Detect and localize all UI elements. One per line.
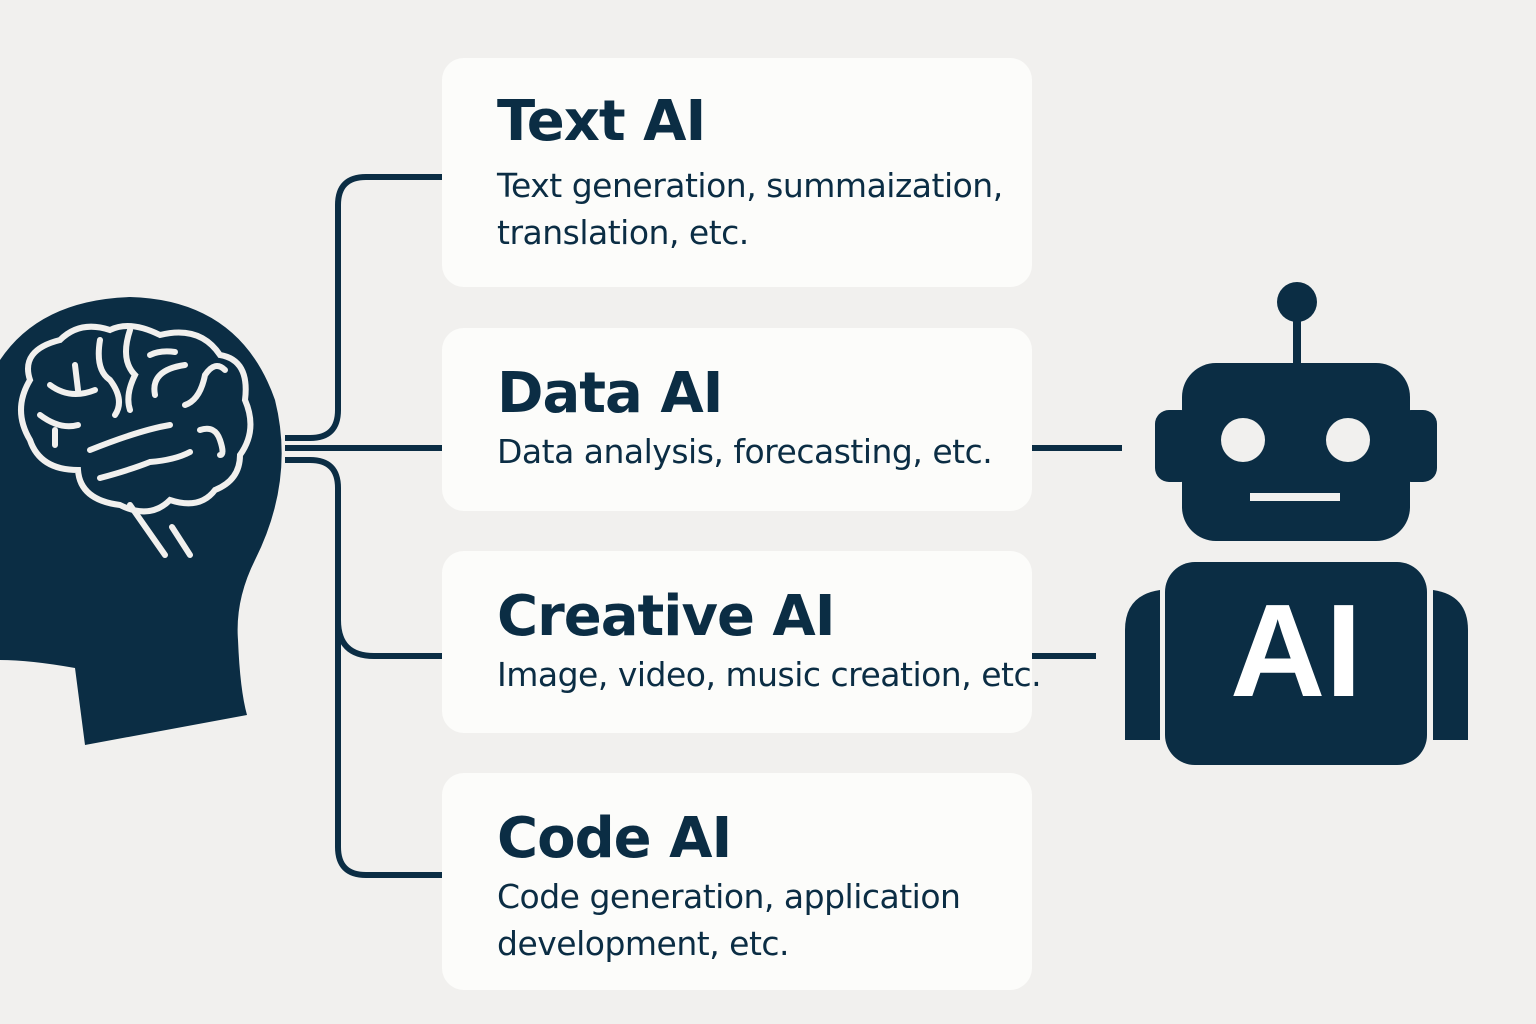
robot-arm-right <box>1433 590 1468 740</box>
robot-eye-right <box>1326 418 1370 462</box>
robot-head <box>1182 363 1410 541</box>
connector-text-ai <box>285 174 442 441</box>
card-description: Data analysis, forecasting, etc. <box>497 432 993 471</box>
robot-eye-left <box>1221 418 1265 462</box>
human-head-brain-icon <box>0 297 282 745</box>
card-description: Image, video, music creation, etc. <box>497 655 1042 694</box>
connectors <box>285 174 1122 878</box>
card-code-ai: Code AI Code generation, application dev… <box>442 773 1032 990</box>
robot-antenna <box>1277 282 1317 322</box>
card-creative-ai: Creative AI Image, video, music creation… <box>442 551 1042 733</box>
card-data-ai: Data AI Data analysis, forecasting, etc. <box>442 328 1032 511</box>
robot-mouth <box>1250 493 1340 501</box>
card-description: Text generation, summaization, translati… <box>497 166 1003 252</box>
card-description: Code generation, application development… <box>497 877 961 963</box>
card-title: Creative AI <box>497 584 836 649</box>
connector-lower-trunk <box>285 457 442 878</box>
card-title: Data AI <box>497 361 724 426</box>
robot-arm-left <box>1125 590 1160 740</box>
robot-body <box>1165 562 1427 765</box>
card-title: Text AI <box>497 89 706 154</box>
card-title: Code AI <box>497 806 732 871</box>
robot-icon <box>1125 282 1468 765</box>
connector-creative-ai <box>335 619 442 659</box>
robot-ai-label: AI <box>1230 577 1362 724</box>
card-text-ai: Text AI Text generation, summaization, t… <box>442 58 1032 287</box>
